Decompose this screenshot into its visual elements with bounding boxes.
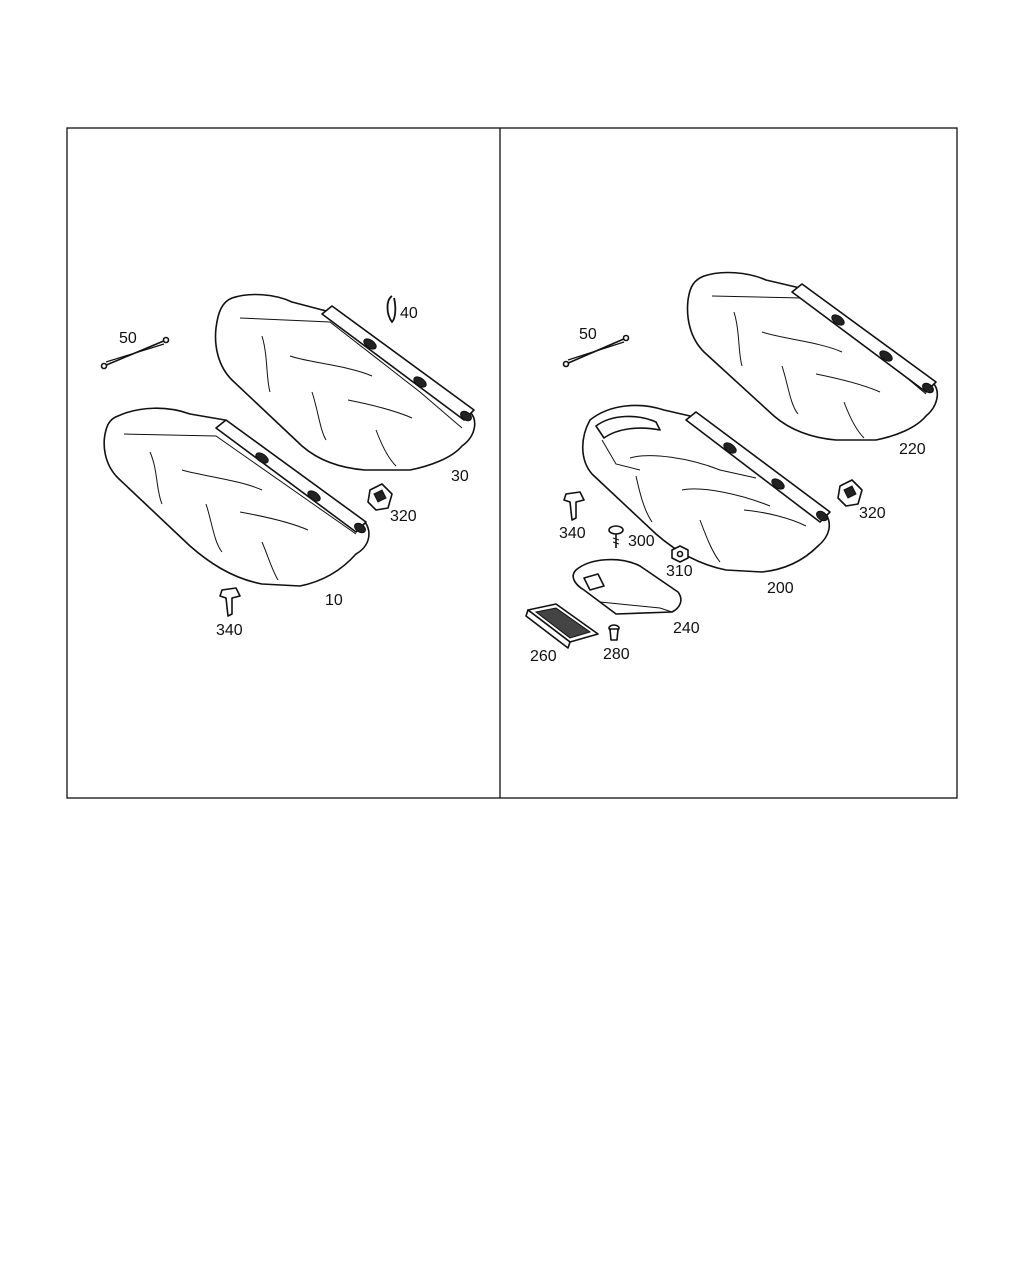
callout-200: 200 (767, 580, 794, 597)
seat-cushion-cover-illustration (581, 404, 831, 573)
tie-wire-illustration (100, 336, 170, 370)
callout-260: 260 (530, 648, 557, 665)
nut-illustration (671, 545, 689, 563)
callout-320: 320 (390, 508, 417, 525)
trim-strip-illustration (525, 603, 599, 649)
callout-340: 340 (216, 622, 243, 639)
diagram-frame (66, 127, 958, 799)
callout-10: 10 (325, 592, 343, 609)
seat-cushion-cover-illustration (103, 407, 370, 587)
callout-50: 50 (579, 326, 597, 343)
seat-back-cover-illustration (214, 293, 476, 471)
callout-320: 320 (859, 505, 886, 522)
screw-illustration (608, 525, 624, 548)
small-clip-illustration (608, 624, 620, 641)
seat-back-cover-illustration (686, 271, 939, 441)
tie-wire-illustration (562, 334, 630, 368)
wire-hook-illustration (386, 295, 397, 324)
callout-30: 30 (451, 468, 469, 485)
callout-40: 40 (400, 305, 418, 322)
callout-300: 300 (628, 533, 655, 550)
callout-310: 310 (666, 563, 693, 580)
callout-220: 220 (899, 441, 926, 458)
callout-240: 240 (673, 620, 700, 637)
cover-clip-illustration (837, 479, 863, 507)
left-panel: 30 10 40 50 320 340 (100, 293, 476, 639)
callout-50: 50 (119, 330, 137, 347)
right-panel: 220 200 50 320 340 300 310 240 260 280 (525, 271, 939, 665)
push-pin-clip-illustration (563, 491, 585, 521)
push-pin-clip-illustration (219, 587, 241, 617)
callout-340: 340 (559, 525, 586, 542)
cover-clip-illustration (367, 483, 393, 511)
center-trim-panel-illustration (572, 558, 682, 615)
callout-280: 280 (603, 646, 630, 663)
